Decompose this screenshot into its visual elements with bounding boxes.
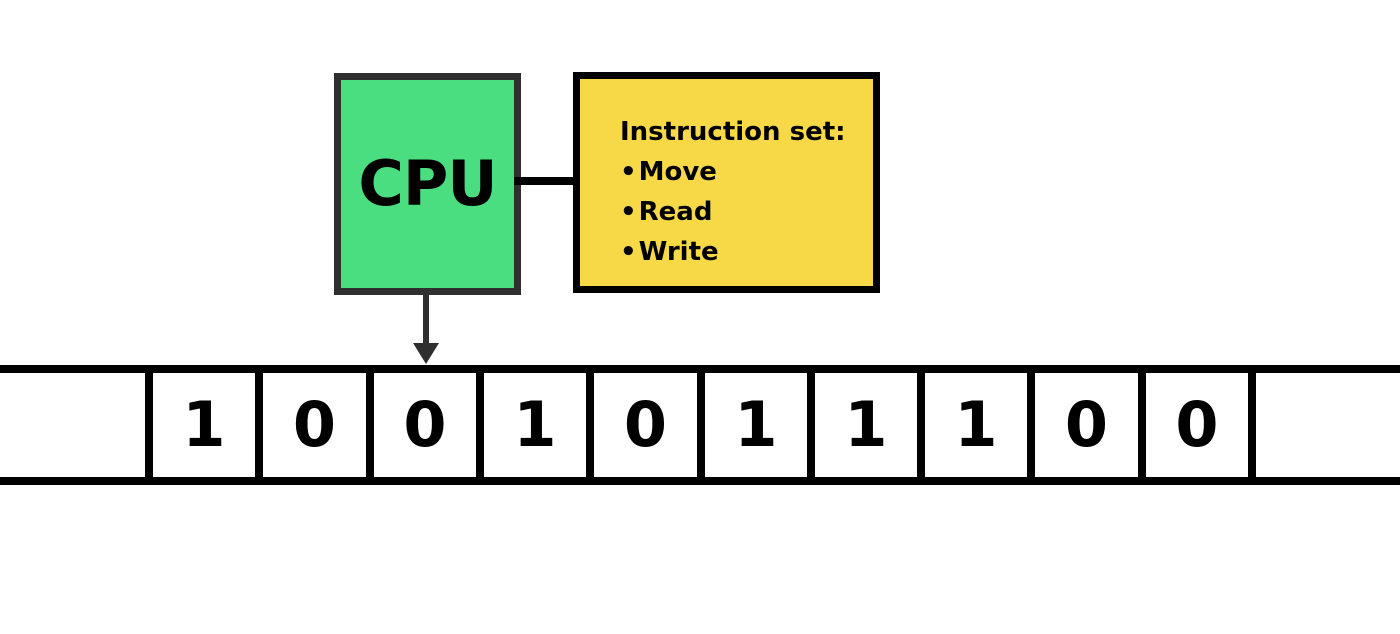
instruction-item: •Read bbox=[620, 192, 846, 232]
instruction-item: •Move bbox=[620, 152, 846, 192]
cpu-instruction-connector bbox=[514, 177, 580, 185]
instruction-item: •Write bbox=[620, 232, 846, 272]
tape-cell-under-head: 0 bbox=[403, 388, 447, 461]
tape-cell: 1 bbox=[844, 388, 888, 461]
bullet-icon: • bbox=[620, 157, 637, 187]
instruction-item-label: Read bbox=[638, 197, 713, 227]
instruction-set-box: Instruction set: •Move •Read •Write bbox=[573, 72, 880, 293]
tape-cell-divider bbox=[476, 365, 484, 485]
instruction-set-title: Instruction set: bbox=[620, 117, 846, 147]
tape-cell: 0 bbox=[1175, 388, 1219, 461]
tape-cell: 1 bbox=[954, 388, 998, 461]
bullet-icon: • bbox=[620, 197, 637, 227]
tape-cell-divider bbox=[1248, 365, 1256, 485]
tape-cell-divider bbox=[255, 365, 263, 485]
tape-cell: 0 bbox=[623, 388, 668, 461]
tape-cell-divider bbox=[586, 365, 594, 485]
bullet-icon: • bbox=[620, 237, 637, 267]
arrow-head-icon bbox=[413, 343, 439, 364]
tape-cell-divider bbox=[697, 365, 705, 485]
tape-cell: 1 bbox=[182, 388, 226, 461]
instruction-item-label: Write bbox=[638, 237, 719, 267]
tape-cell: 0 bbox=[292, 388, 337, 461]
cpu-label: CPU bbox=[358, 147, 497, 220]
tape-cell: 0 bbox=[1064, 388, 1109, 461]
tape-cell-divider bbox=[1138, 365, 1146, 485]
instruction-item-label: Move bbox=[638, 157, 717, 187]
tape-cell: 1 bbox=[513, 388, 557, 461]
instruction-set-content: Instruction set: •Move •Read •Write bbox=[620, 112, 846, 272]
cpu-box: CPU bbox=[334, 73, 521, 295]
tape-cell-divider bbox=[145, 365, 153, 485]
tape-cell-divider bbox=[917, 365, 925, 485]
tape-cell: 1 bbox=[734, 388, 778, 461]
tape-cell-divider bbox=[366, 365, 374, 485]
tape-cell-divider bbox=[807, 365, 815, 485]
tape-cell-divider bbox=[1027, 365, 1035, 485]
